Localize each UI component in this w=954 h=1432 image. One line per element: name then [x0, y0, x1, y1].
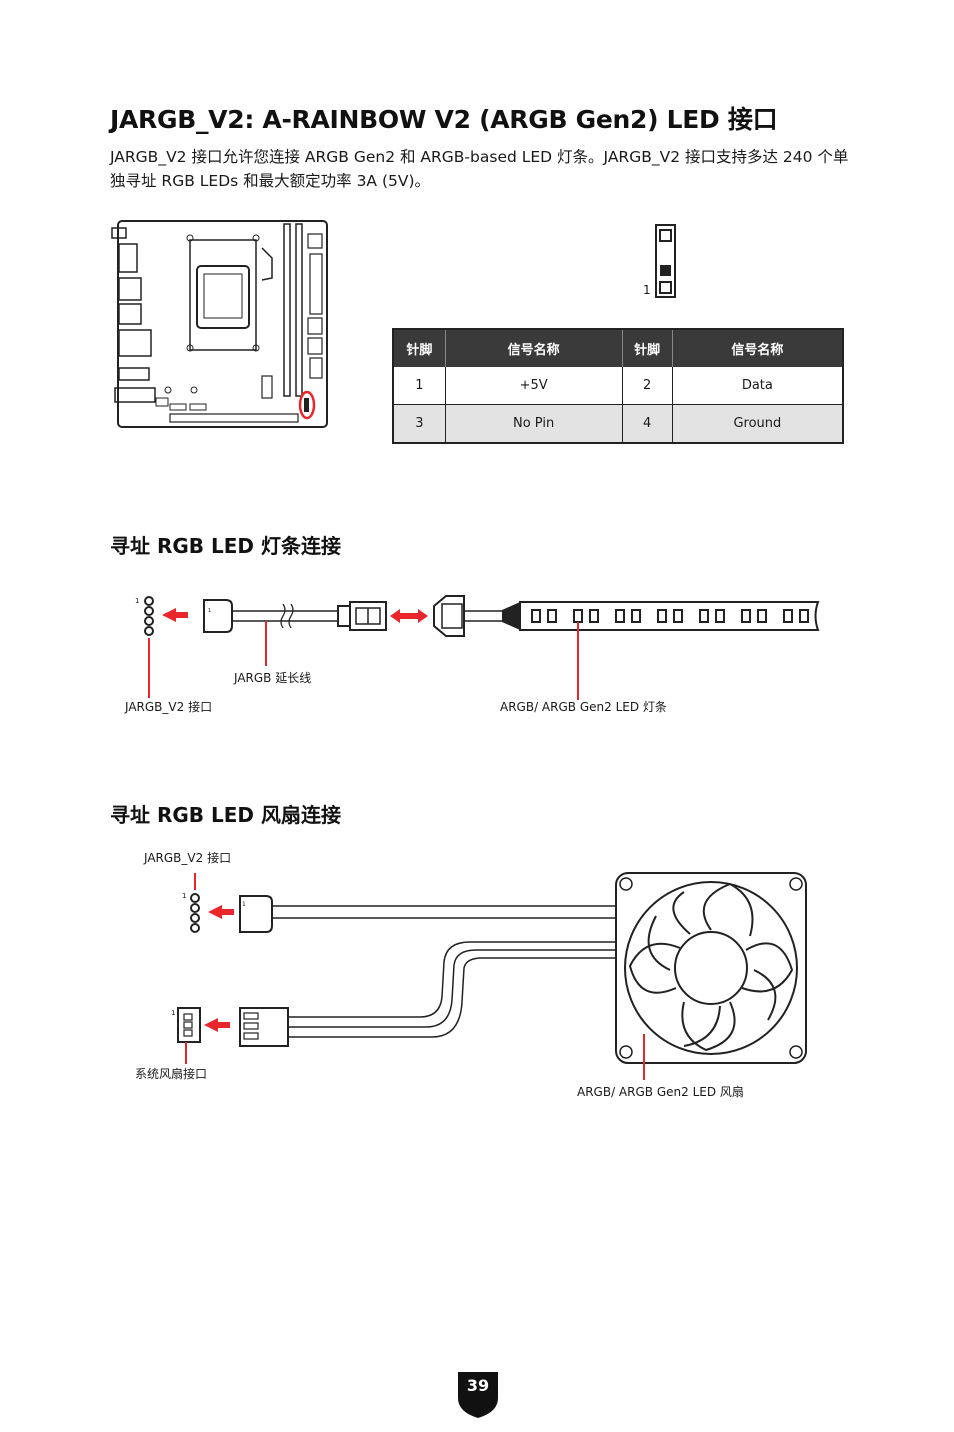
page-number-badge-icon: [458, 1372, 498, 1418]
led-fan-connection-diagram: 1: [177, 872, 807, 1080]
fan-section-heading: 寻址 RGB LED 风扇连接: [110, 803, 341, 827]
table-cell: Ground: [671, 404, 843, 443]
table-cell: 3: [393, 404, 446, 443]
led-strip-leds: [531, 609, 809, 700]
strip-header-label: JARGB_V2 接口: [125, 700, 213, 714]
fan-argb-header-label: JARGB_V2 接口: [144, 851, 232, 865]
strip-pin1-label: 1: [135, 597, 140, 605]
svg-text:1: 1: [242, 901, 246, 908]
header-signal: 信号名称: [444, 329, 622, 367]
table-row: 1 +5V 2 Data: [393, 367, 843, 405]
strip-section-heading: 寻址 RGB LED 灯条连接: [110, 534, 341, 558]
table-cell: +5V: [444, 367, 622, 405]
table-cell: No Pin: [444, 404, 622, 443]
intro-paragraph: JARGB_V2 接口允许您连接 ARGB Gen2 和 ARGB-based …: [110, 148, 849, 190]
header-pin: 针脚: [621, 329, 673, 367]
connector-pin1-label: 1: [643, 283, 651, 297]
jargb-connector-pinout-icon: [655, 224, 676, 298]
extension-cable-label: JARGB 延长线: [234, 671, 312, 685]
svg-text:1: 1: [208, 608, 211, 614]
table-row: 3 No Pin 4 Ground: [393, 404, 843, 443]
page-number: 39: [466, 1376, 490, 1395]
table-cell: Data: [671, 367, 843, 405]
system-fan-header-label: 系统风扇接口: [135, 1067, 208, 1081]
table-cell: 2: [621, 367, 673, 405]
page-title: JARGB_V2: A-RAINBOW V2 (ARGB Gen2) LED 接…: [110, 105, 778, 134]
header-pin: 针脚: [393, 329, 446, 367]
motherboard-illustration: [111, 220, 328, 428]
table-cell: 1: [415, 378, 424, 393]
led-strip-label: ARGB/ ARGB Gen2 LED 灯条: [500, 700, 667, 714]
table-cell: 4: [621, 404, 673, 443]
header-signal: 信号名称: [671, 329, 843, 367]
argb-fan-label: ARGB/ ARGB Gen2 LED 风扇: [577, 1085, 744, 1099]
fan-header-pin1-label: 1: [171, 1009, 176, 1017]
pin-table: 针脚 信号名称 针脚 信号名称 1 +5V 2 Data 3 No Pin 4 …: [392, 328, 844, 444]
pin-table-header-row: 针脚 信号名称 针脚 信号名称: [393, 329, 843, 367]
fan-argb-pin1-label: 1: [182, 892, 187, 900]
